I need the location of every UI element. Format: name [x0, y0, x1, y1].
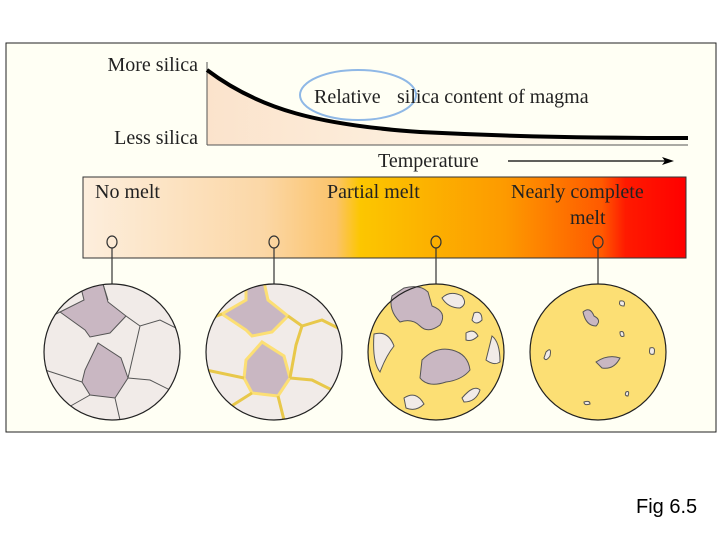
- temperature-bar: [82, 176, 687, 259]
- figure-caption: Fig 6.5: [636, 496, 698, 518]
- arrowhead-icon: [662, 157, 674, 165]
- silica-curve: [205, 68, 689, 140]
- stage-no-melt: No melt: [95, 181, 160, 203]
- temperature-label: Temperature: [378, 150, 479, 172]
- stage-melt: melt: [570, 207, 606, 229]
- more-silica-label: More silica: [107, 54, 198, 76]
- sample-partial-melt: [367, 283, 505, 421]
- sample-nearly-complete-melt: [529, 283, 667, 421]
- sample-initial-melt: [205, 283, 343, 421]
- sample-no-melt: [43, 283, 181, 421]
- curve-label: silica content of magma: [397, 86, 589, 108]
- stage-partial-melt: Partial melt: [327, 181, 420, 203]
- sample-pins: [106, 235, 604, 284]
- curve-label-relative: Relative: [314, 86, 381, 108]
- less-silica-label: Less silica: [114, 127, 198, 149]
- curve-fill: [207, 70, 688, 145]
- highlight-ellipse: [299, 69, 417, 121]
- stage-nearly-complete: Nearly complete: [511, 181, 644, 203]
